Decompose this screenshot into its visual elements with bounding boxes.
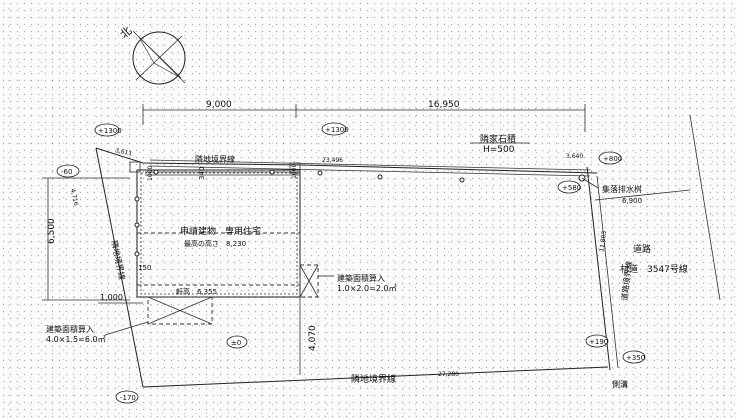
road-boundary-label: 道路境界線 <box>619 260 634 301</box>
elevation-800: +800 <box>603 155 622 163</box>
area-right-formula: 1.0×2.0=2.0㎡ <box>337 284 397 293</box>
area-left-title: 建築面積算入 <box>46 324 94 334</box>
dim-left-offset: 1,000 <box>100 293 123 302</box>
top-boundary-label: 隣地境界線 <box>195 154 235 164</box>
elevation-marks: +1300 +1300 -60 +800 +580 ±0 +190 +350 -… <box>56 122 646 404</box>
area-inclusion-right: 建築面積算入 1.0×2.0=2.0㎡ <box>299 264 397 298</box>
dim-building-top: 340 <box>198 167 206 180</box>
survey-points: 集落排水桝 <box>134 169 642 257</box>
gutter-label: 側溝 <box>612 379 628 389</box>
north-label: 北 <box>118 24 135 41</box>
dim-building-left: 150 <box>138 264 151 272</box>
road-name: 村道 3547号線 <box>620 263 688 275</box>
neighbor-wall-label: 隣家石積 <box>480 133 516 145</box>
bottom-boundary-label: 隣地境界線 <box>351 373 396 385</box>
building-height: 最高の高さ 8,230 <box>184 239 246 248</box>
elevation-350: +350 <box>626 354 645 362</box>
dim-building-top-left: 1000 <box>147 166 154 181</box>
dim-left-vertical: 6,500 <box>47 218 57 244</box>
elevation-60: -60 <box>61 168 72 176</box>
area-left-formula: 4.0×1.5=6.0㎡ <box>46 335 106 344</box>
dim-top-right: 16,950 <box>428 100 460 110</box>
neighbor-wall-note: 隣家石積 H=500 <box>470 133 530 155</box>
road-width-dim: 6,900 <box>622 197 642 205</box>
elevation-580: +580 <box>562 184 581 192</box>
dim-boundary-left: 4,716 <box>69 188 79 206</box>
dim-boundary-right: 11,803 <box>599 230 609 252</box>
elevation-190: +190 <box>589 338 608 346</box>
elevation-0: ±0 <box>231 339 241 347</box>
elevation-1300a: +1300 <box>98 127 122 135</box>
dim-building-to-bottom: 4,070 <box>308 325 318 351</box>
dim-boundary-bottom: 27,280 <box>438 371 459 378</box>
dim-boundary-top-left: 3,611 <box>114 147 132 157</box>
left-boundary-label: 隣地境界線 <box>109 239 127 280</box>
top-dimension: 9,000 16,950 <box>142 100 586 132</box>
site-boundary <box>95 147 611 388</box>
road-label: 道路 <box>633 243 651 255</box>
bottom-dimension: 4,070 <box>299 297 318 375</box>
building: 1000 340 1000 150 申請建物 専用住宅 最高の高さ 8,230 … <box>129 161 301 298</box>
dim-boundary-top-right: 3,640 <box>566 153 583 160</box>
drain-label: 集落排水桝 <box>602 184 642 194</box>
area-right-title: 建築面積算入 <box>337 273 385 283</box>
elevation-170: -170 <box>120 394 136 402</box>
building-use: 申請建物 専用住宅 <box>180 225 261 237</box>
elevation-1300b: +1300 <box>325 126 349 134</box>
eave-height: 軒高 6,355 <box>176 287 217 296</box>
neighbor-wall-height: H=500 <box>483 145 515 155</box>
dim-boundary-top: 23,496 <box>322 157 343 164</box>
road: 6,900 道路 村道 3547号線 道路境界線 11,803 側溝 <box>594 114 721 389</box>
north-arrow-icon: 北 <box>118 24 186 85</box>
area-inclusion-left: 建築面積算入 4.0×1.5=6.0㎡ <box>46 296 213 344</box>
dim-top-left: 9,000 <box>206 100 232 110</box>
dim-building-top-right: 1000 <box>291 164 298 179</box>
left-dimension: 6,500 1,000 <box>42 177 143 304</box>
